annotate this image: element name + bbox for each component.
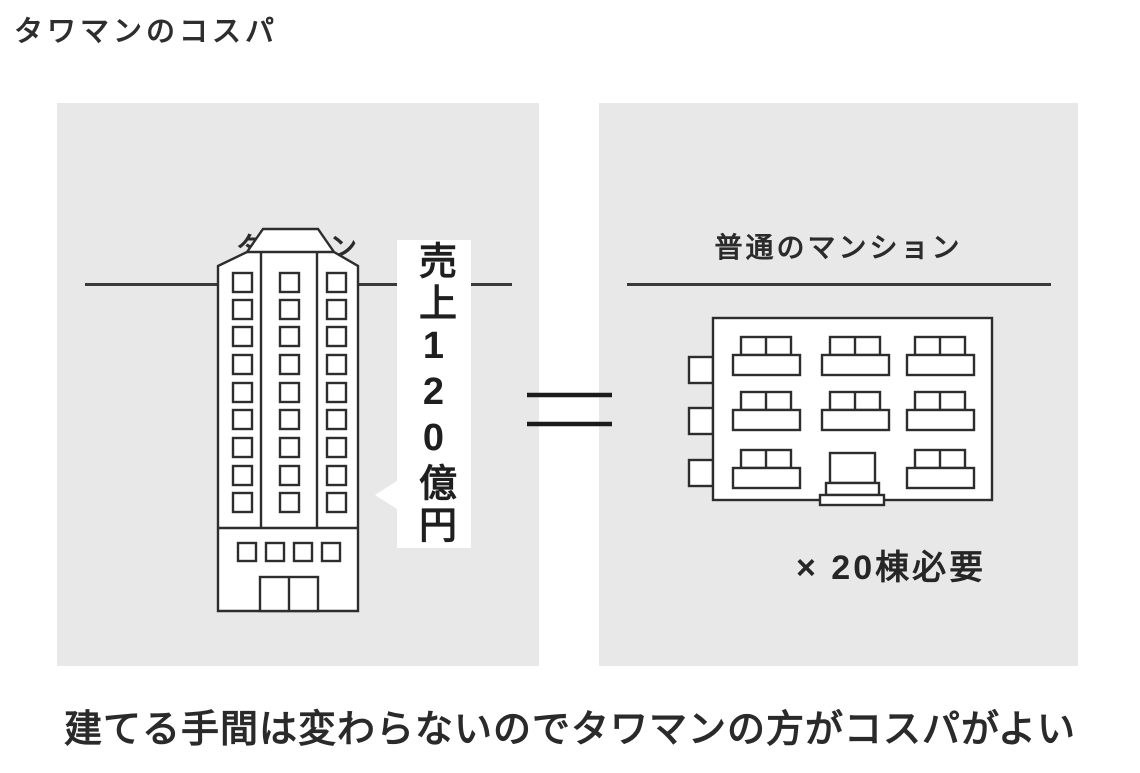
sales-callout-text: 売上120億円 <box>412 241 455 547</box>
panel-ordinary-underline <box>627 283 1051 286</box>
sales-callout: 売上120億円 <box>375 240 471 548</box>
tower-building-illustration <box>216 227 360 613</box>
page-title: タワマンのコスパ <box>14 16 279 48</box>
callout-tail <box>375 481 397 509</box>
count-note: × 20棟必要 <box>796 549 987 587</box>
conclusion-caption: 建てる手間は変わらないのでタワマンの方がコスパがよい <box>63 709 1077 751</box>
apartment-building-illustration <box>687 316 994 507</box>
panel-ordinary-label: 普通のマンション <box>714 232 963 263</box>
equals-sign <box>527 392 612 427</box>
